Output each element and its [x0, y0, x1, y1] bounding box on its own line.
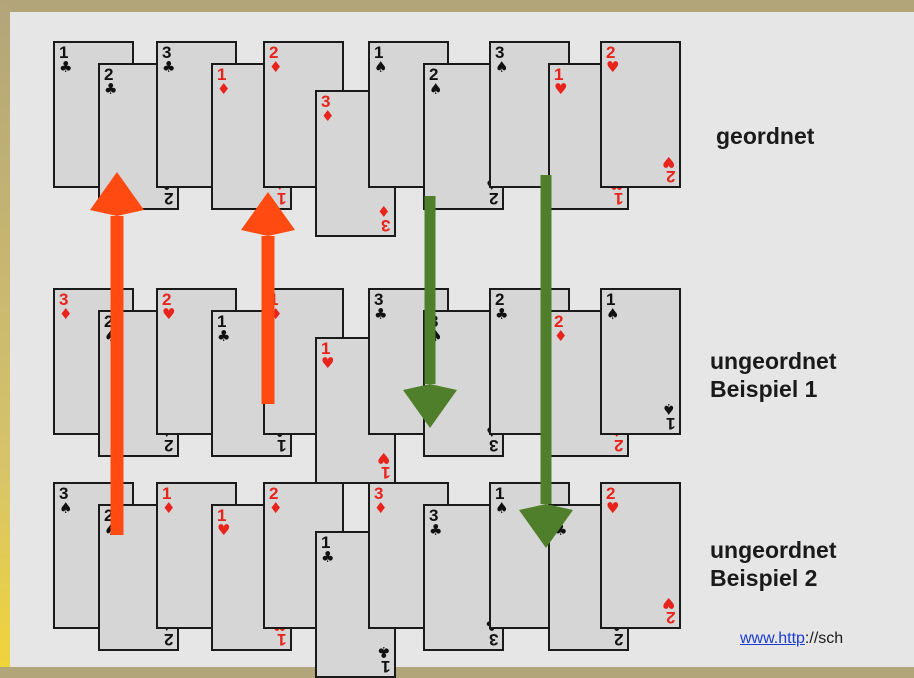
card-rank: 1 — [217, 65, 227, 84]
arrow-head — [403, 384, 457, 428]
card-rank: 3 — [374, 484, 384, 503]
diamonds-suit-icon: ♦ — [162, 499, 176, 517]
arrow-head — [241, 192, 295, 236]
arrow-head — [90, 172, 144, 216]
clubs-suit-icon: ♣ — [59, 58, 73, 76]
label-line: geordnet — [716, 123, 815, 149]
hearts-suit-icon: ♥ — [606, 499, 620, 517]
diamonds-suit-icon: ♦ — [269, 58, 283, 76]
clubs-suit-icon: ♣ — [217, 327, 231, 345]
card-rank: 3 — [59, 484, 69, 503]
hearts-suit-icon: ♥ — [606, 58, 620, 76]
clubs-suit-icon: ♣ — [321, 548, 335, 566]
clubs-suit-icon: ♣ — [162, 58, 176, 76]
clubs-suit-icon: ♣ — [495, 305, 509, 323]
card-rank: 2 — [554, 312, 564, 331]
clubs-suit-icon: ♣ — [104, 80, 118, 98]
hearts-suit-icon: ♥ — [162, 305, 176, 323]
label-row-3: ungeordnet Beispiel 2 — [710, 536, 837, 592]
card-rank: 2 — [429, 65, 439, 84]
card-rank: 2 — [606, 43, 616, 62]
source-link-underlined[interactable]: www.http — [740, 630, 805, 647]
diamonds-suit-icon: ♦ — [554, 327, 568, 345]
card-rank: 3 — [321, 92, 331, 111]
source-link[interactable]: www.http://sch — [740, 630, 843, 648]
playing-card: 2♥2♥ — [600, 482, 681, 629]
label-row-2: ungeordnet Beispiel 1 — [710, 347, 837, 403]
label-row-1: geordnet — [716, 122, 814, 150]
clubs-suit-icon: ♣ — [374, 305, 388, 323]
arrow-down-icon — [519, 175, 573, 548]
card-rank: 1 — [217, 312, 227, 331]
playing-card: 1♠1♠ — [600, 288, 681, 435]
spades-suit-icon: ♠ — [59, 499, 73, 517]
card-rank: 3 — [59, 290, 69, 309]
card-rank: 3 — [495, 43, 505, 62]
card-rank: 1 — [374, 43, 384, 62]
card-rank: 3 — [374, 290, 384, 309]
card-rank: 1 — [162, 484, 172, 503]
arrow-down-icon — [403, 196, 457, 428]
spades-suit-icon: ♠ — [429, 80, 443, 98]
diamonds-suit-icon: ♦ — [321, 107, 335, 125]
card-rank: 1 — [554, 65, 564, 84]
label-line: ungeordnet — [710, 348, 837, 374]
card-rank: 2 — [104, 506, 114, 525]
card-rank: 2 — [104, 65, 114, 84]
spades-suit-icon: ♠ — [374, 58, 388, 76]
card-rank: 2 — [162, 290, 172, 309]
arrow-head — [519, 504, 573, 548]
playing-card: 2♥2♥ — [600, 41, 681, 188]
spades-suit-icon: ♠ — [495, 58, 509, 76]
card-rank: 2 — [606, 484, 616, 503]
clubs-suit-icon: ♣ — [429, 521, 443, 539]
arrow-up-icon — [90, 172, 144, 535]
label-line: Beispiel 1 — [710, 376, 818, 402]
arrow-shaft — [261, 236, 275, 404]
card-rank: 1 — [495, 484, 505, 503]
label-line: Beispiel 2 — [710, 565, 818, 591]
diamonds-suit-icon: ♦ — [217, 80, 231, 98]
spades-suit-icon: ♠ — [606, 305, 620, 323]
source-link-rest: ://sch — [804, 630, 844, 647]
card-rank: 1 — [59, 43, 69, 62]
card-rank: 1 — [321, 533, 331, 552]
frame-border — [0, 0, 10, 667]
label-line: ungeordnet — [710, 537, 837, 563]
card-rank: 2 — [104, 312, 114, 331]
card-rank: 2 — [269, 484, 279, 503]
hearts-suit-icon: ♥ — [217, 521, 231, 539]
diamonds-suit-icon: ♦ — [374, 499, 388, 517]
arrow-shaft — [424, 196, 436, 384]
diamonds-suit-icon: ♦ — [59, 305, 73, 323]
card-rank: 1 — [217, 506, 227, 525]
hearts-suit-icon: ♥ — [554, 80, 568, 98]
arrow-shaft — [110, 216, 124, 535]
card-rank: 3 — [162, 43, 172, 62]
card-rank: 2 — [269, 43, 279, 62]
arrow-shaft — [540, 175, 552, 504]
card-rank: 3 — [429, 506, 439, 525]
card-rank: 1 — [321, 339, 331, 358]
arrow-up-icon — [241, 192, 295, 404]
spades-suit-icon: ♠ — [495, 499, 509, 517]
diamonds-suit-icon: ♦ — [269, 499, 283, 517]
hearts-suit-icon: ♥ — [321, 354, 335, 372]
card-rank: 2 — [495, 290, 505, 309]
card-rank: 1 — [606, 290, 616, 309]
